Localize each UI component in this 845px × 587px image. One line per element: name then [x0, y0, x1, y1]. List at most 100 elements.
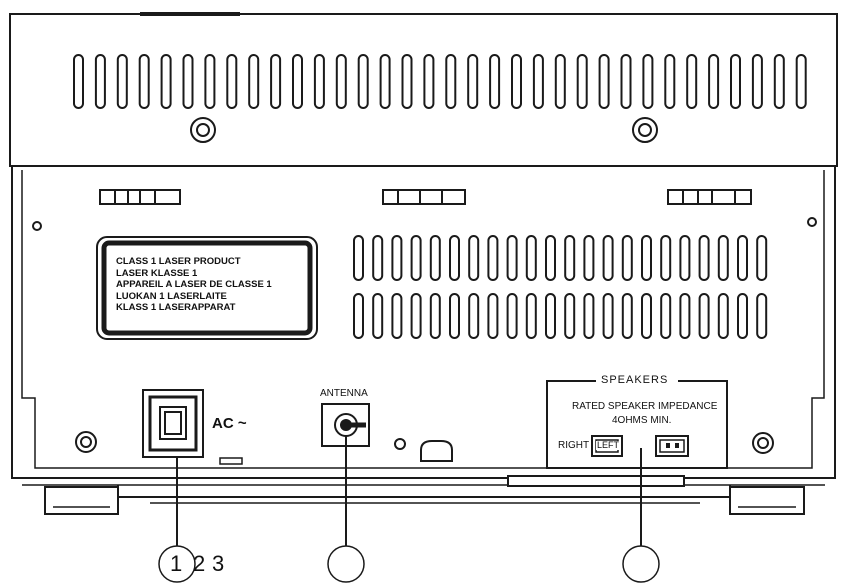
- main-vent-slot: [756, 235, 768, 281]
- main-vent-slot: [660, 235, 672, 281]
- top-vent-slot: [576, 54, 588, 109]
- main-vent-slot: [641, 293, 652, 339]
- cover-screw-left: [190, 117, 216, 143]
- speaker-terminal-left: [655, 435, 689, 457]
- top-vent-slot: [620, 54, 632, 109]
- main-vent-grid: [353, 235, 768, 339]
- main-vent-slot: [621, 235, 633, 281]
- main-vent-slot: [487, 235, 499, 281]
- top-vent-slot: [708, 54, 720, 109]
- speaker-left-label: LEFT: [596, 440, 621, 450]
- top-vent-slot: [664, 54, 676, 109]
- main-vent-slot: [449, 293, 460, 339]
- callout-circle-1: [158, 545, 196, 583]
- callout-number-3: 3: [212, 551, 225, 576]
- main-vent-slot: [468, 293, 480, 339]
- main-vent-slot: [564, 235, 576, 281]
- top-vent-slot: [467, 54, 479, 109]
- slot-group-center: [382, 189, 466, 205]
- top-cover: [9, 13, 838, 167]
- top-vent-slot: [226, 54, 238, 109]
- main-vent-slot: [717, 235, 729, 281]
- base-notch: [219, 457, 243, 465]
- speaker-right-label: RIGHT: [558, 440, 590, 451]
- foot-left: [44, 486, 119, 515]
- top-vent-slot: [73, 54, 84, 109]
- bracket-hook: [420, 440, 453, 462]
- top-vent-slot: [335, 54, 347, 109]
- main-vent-slot: [641, 235, 652, 281]
- laser-line-5: KLASS 1 LASERAPPARAT: [116, 302, 236, 313]
- main-vent-slot: [506, 293, 518, 339]
- top-vent-slot: [423, 54, 435, 109]
- top-vent-slot: [642, 54, 654, 109]
- main-vent-slot: [545, 235, 556, 281]
- top-vent-slot: [730, 54, 741, 109]
- main-vent-slot: [391, 235, 403, 281]
- top-vent-slot: [511, 54, 522, 109]
- laser-line-3: APPAREIL A LASER DE CLASSE 1: [116, 279, 272, 290]
- top-vent-slot: [401, 54, 413, 109]
- top-vent-slot: [489, 54, 501, 109]
- top-vent-slot: [686, 54, 698, 109]
- panel-screw-right: [752, 432, 774, 454]
- main-vent-slot: [737, 293, 748, 339]
- back-panel-inner: [21, 170, 825, 469]
- main-vent-slot: [391, 293, 403, 339]
- top-vent-slot: [270, 54, 282, 109]
- small-hole: [394, 438, 406, 450]
- main-vent-slot: [679, 235, 691, 281]
- callout-circle-2: [327, 545, 365, 583]
- main-vent-slot: [372, 293, 384, 339]
- top-vent-slot: [379, 54, 391, 109]
- main-vent-slot: [583, 293, 595, 339]
- top-vent-slot: [532, 54, 544, 109]
- main-vent-slot: [429, 235, 441, 281]
- callout-number-1: 1: [170, 551, 183, 576]
- main-vent-slot: [583, 235, 595, 281]
- top-vent-slot: [292, 54, 303, 109]
- main-vent-slot: [410, 293, 422, 339]
- speaker-title-gap: [596, 374, 678, 388]
- top-vent-slots: [73, 54, 807, 109]
- top-vent-slot: [160, 54, 172, 109]
- laser-line-1: CLASS 1 LASER PRODUCT: [116, 256, 241, 267]
- main-vent-slot: [468, 235, 480, 281]
- ac-label: AC ~: [212, 415, 247, 432]
- main-vent-slot: [717, 293, 729, 339]
- panel-screw-left: [75, 431, 97, 453]
- main-vent-slot: [756, 293, 768, 339]
- top-vent-slot: [204, 54, 216, 109]
- main-vent-slot: [545, 293, 556, 339]
- main-vent-slot: [698, 293, 710, 339]
- main-vent-slot: [429, 293, 441, 339]
- top-vent-slot: [248, 54, 260, 109]
- panel-hole-left: [32, 221, 42, 231]
- top-vent-slot: [795, 54, 807, 109]
- top-vent-slot: [313, 54, 325, 109]
- speaker-panel: [546, 380, 728, 469]
- top-vent-slot: [138, 54, 150, 109]
- slot-group-left: [99, 189, 181, 205]
- speakers-title: SPEAKERS: [601, 374, 669, 386]
- main-vent-slot: [660, 293, 672, 339]
- main-vent-slot: [487, 293, 499, 339]
- top-vent-slot: [94, 54, 106, 109]
- top-vent-slot: [445, 54, 457, 109]
- main-vent-slot: [564, 293, 576, 339]
- main-vent-slot: [698, 235, 710, 281]
- main-vent-slot: [506, 235, 518, 281]
- main-vent-slot: [372, 235, 384, 281]
- laser-line-2: LASER KLASSE 1: [116, 267, 198, 279]
- top-vent-slot: [116, 54, 128, 109]
- main-vent-slot: [449, 235, 460, 281]
- main-vent-slot: [410, 235, 422, 281]
- main-vent-slot: [525, 235, 537, 281]
- panel-hole-right: [807, 217, 817, 227]
- antenna-label: ANTENNA: [320, 388, 368, 399]
- top-vent-slot: [182, 54, 194, 109]
- laser-line-4: LUOKAN 1 LASERLAITE: [116, 290, 227, 302]
- main-vent-slot: [353, 235, 364, 281]
- main-vent-slot: [602, 293, 614, 339]
- top-vent-slot: [357, 54, 369, 109]
